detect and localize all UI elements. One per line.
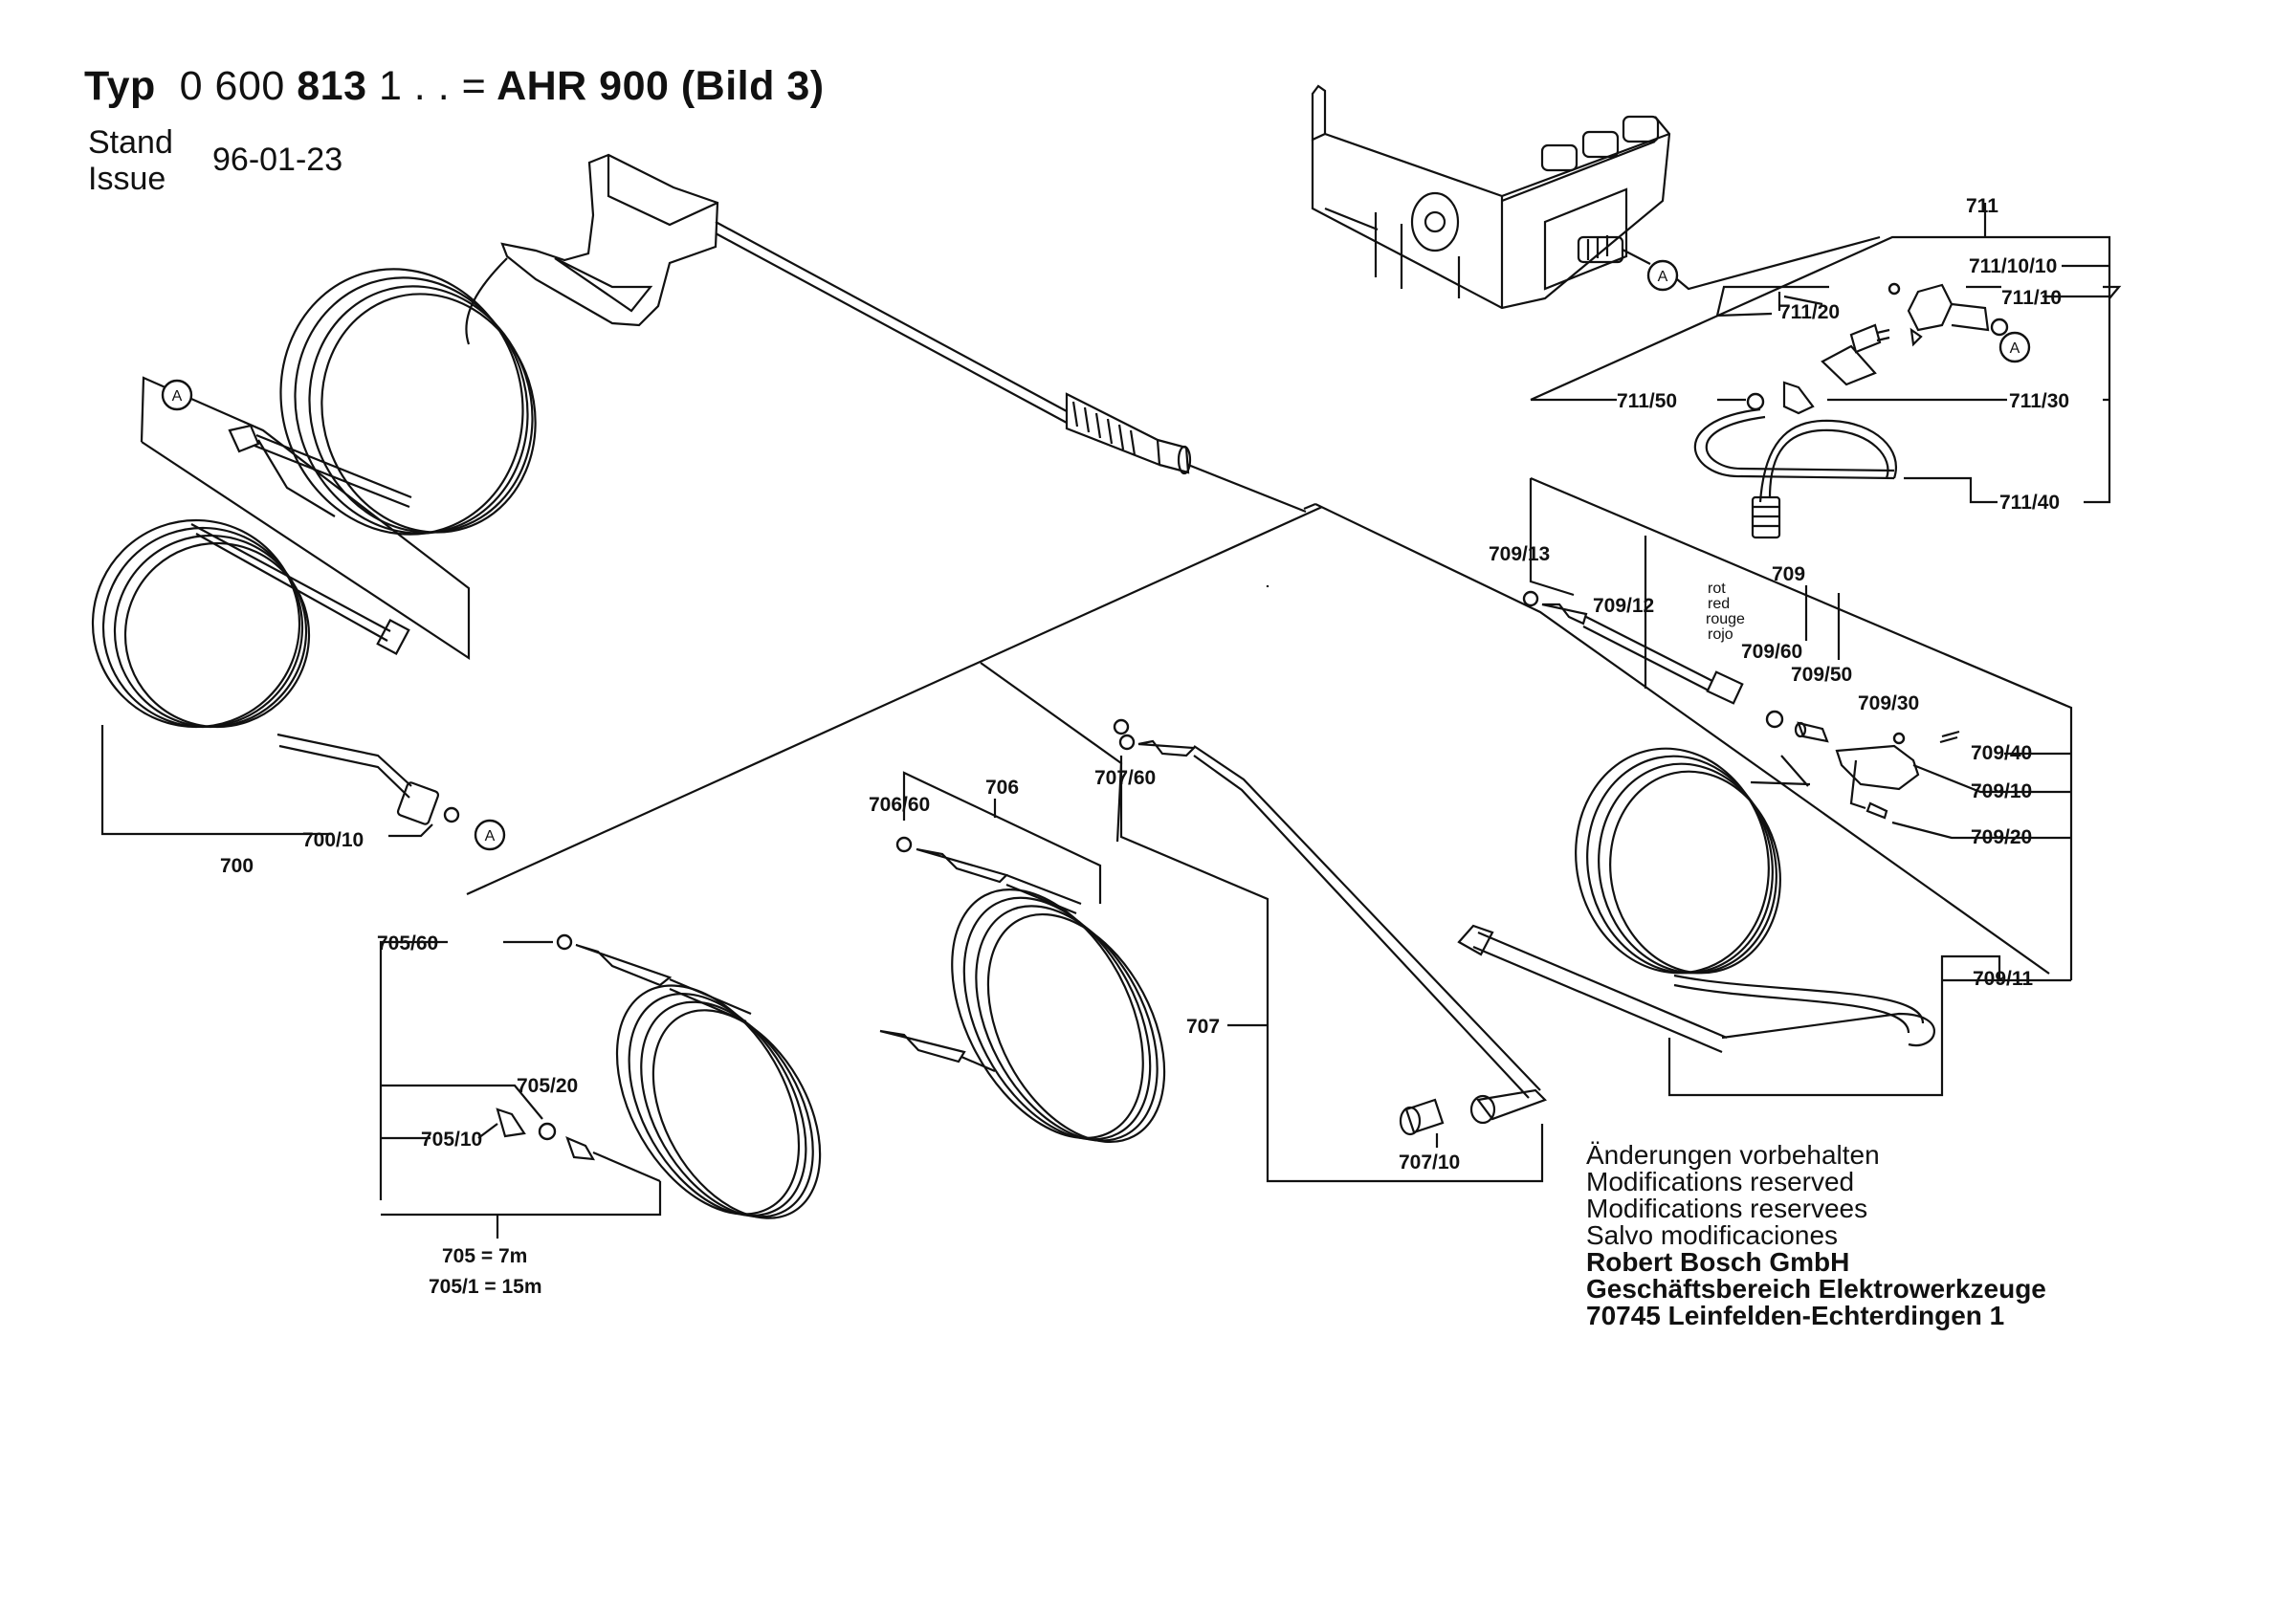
label-707-60: 707/60: [1094, 767, 1156, 789]
label-709-50: 709/50: [1791, 664, 1852, 686]
note-fr: Modifications reservees: [1586, 1194, 1868, 1223]
label-705: 705 = 7m: [442, 1245, 527, 1267]
label-711-50: 711/50: [1617, 390, 1677, 412]
gun-hose-coil: [279, 268, 537, 536]
company-division: Geschäftsbereich Elektrowerkzeuge: [1586, 1274, 2046, 1304]
hose-700: A: [91, 518, 506, 851]
label-705-1: 705/1 = 15m: [429, 1276, 542, 1298]
label-706-60: 706/60: [869, 794, 930, 816]
color-note-rot: rot: [1708, 581, 1726, 597]
label-711-30: 711/30: [2009, 390, 2069, 412]
label-707-10: 707/10: [1399, 1151, 1460, 1173]
label-711-10: 711/10: [2001, 287, 2062, 309]
label-709: 709: [1772, 563, 1805, 585]
label-707: 707: [1186, 1016, 1220, 1038]
callout-a-label: A: [1658, 269, 1668, 285]
color-note-rojo: rojo: [1708, 626, 1733, 643]
label-705-20: 705/20: [517, 1075, 578, 1097]
hose-705: [379, 933, 822, 1239]
typ-number-a: 0 600: [179, 63, 285, 109]
typ-number-b: 813: [297, 63, 367, 109]
stand-issue-labels: Stand Issue: [88, 124, 173, 197]
label-705-60: 705/60: [377, 932, 438, 954]
note-de: Änderungen vorbehalten: [1586, 1140, 1880, 1170]
color-note-rouge: rouge: [1706, 611, 1745, 627]
diagram-title: Typ 0 600 813 1 . . = AHR 900 (Bild 3): [84, 63, 825, 110]
label-709-11: 709/11: [1973, 968, 2033, 990]
typ-label: Typ: [84, 63, 156, 109]
label-711-10-10: 711/10/10: [1969, 255, 2057, 277]
company-name: Robert Bosch GmbH: [1586, 1247, 1850, 1277]
svg-text:A: A: [485, 828, 496, 844]
label-706: 706: [985, 777, 1019, 799]
lance-709-group: [1457, 476, 2073, 1097]
callout-a-machine: A: [1646, 235, 1881, 292]
label-711-20: 711/20: [1779, 301, 1840, 323]
svg-text:A: A: [172, 388, 183, 405]
machine-housing: [1311, 84, 1671, 310]
bracket-upper-hose: [140, 376, 471, 661]
label-709-40: 709/40: [1971, 742, 2032, 764]
modification-notes: Änderungen vorbehalten Modifications res…: [1586, 1142, 2046, 1329]
issue-date: 96-01-23: [212, 142, 343, 178]
label-711: 711: [1966, 195, 1998, 217]
issue-label: Issue: [88, 161, 166, 197]
label-705-10: 705/10: [421, 1129, 482, 1151]
model-name: AHR 900 (Bild 3): [497, 63, 825, 109]
label-711-40: 711/40: [1999, 492, 2060, 514]
color-note-red: red: [1708, 596, 1730, 612]
label-709-60: 709/60: [1741, 641, 1802, 663]
label-709-30: 709/30: [1858, 692, 1919, 714]
label-709-13: 709/13: [1489, 543, 1550, 565]
hose-706: [879, 771, 1166, 1144]
note-en: Modifications reserved: [1586, 1167, 1855, 1196]
company-address: 70745 Leinfelden-Echterdingen 1: [1586, 1301, 2005, 1330]
connector-711-group: A: [1530, 203, 2122, 539]
label-709-20: 709/20: [1971, 826, 2032, 848]
spray-gun-assembly: [228, 153, 1307, 536]
note-es: Salvo modificaciones: [1586, 1220, 1839, 1250]
label-700-10: 700/10: [302, 829, 364, 851]
typ-number-c: 1 . . =: [378, 63, 487, 109]
svg-text:A: A: [2010, 340, 2020, 357]
callout-a-upper-hose: A: [161, 379, 193, 411]
lance-707: [1113, 718, 1547, 1183]
label-700: 700: [220, 855, 254, 877]
label-709-12: 709/12: [1593, 595, 1654, 617]
stand-label: Stand: [88, 124, 173, 161]
accessory-group-bracket: [466, 502, 2050, 975]
label-709-10: 709/10: [1971, 780, 2032, 802]
